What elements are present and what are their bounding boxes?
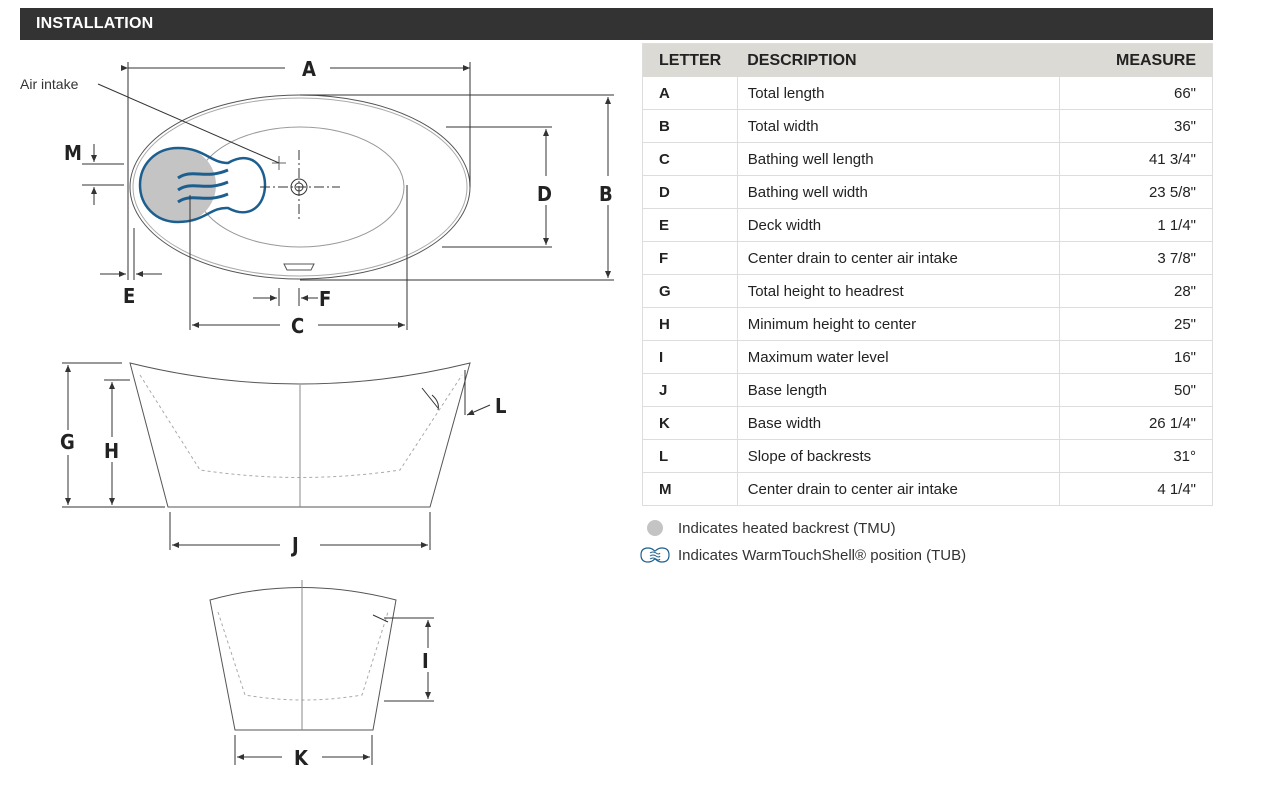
drain-icon: [290, 178, 308, 196]
row-letter: C: [642, 142, 738, 176]
row-letter: E: [642, 208, 738, 242]
row-letter: B: [642, 109, 738, 143]
row-letter: F: [642, 241, 738, 275]
dim-label-a: A: [302, 57, 316, 81]
row-measure: 4 1/4": [1157, 480, 1196, 498]
row-description: Total length: [736, 77, 1061, 110]
row-description: Total height to headrest: [736, 274, 1061, 308]
row-description: Maximum water level: [736, 340, 1061, 374]
row-description: Minimum height to center: [736, 307, 1061, 341]
row-description: Total width: [736, 109, 1061, 143]
row-measure: 36": [1059, 109, 1213, 143]
legend-heated-backrest: Indicates heated backrest (TMU): [640, 518, 896, 538]
section-header: INSTALLATION: [20, 8, 1213, 40]
col-header-letter: LETTER: [642, 43, 738, 77]
dim-label-f: F: [319, 287, 331, 311]
row-description: Bathing well width: [736, 175, 1061, 209]
warmtouch-shell-icon: [640, 547, 670, 563]
dim-label-j: J: [291, 533, 299, 557]
tub-diagrams: Air intake A B D C F E M: [20, 57, 614, 770]
warmtouch-backrest-icon: [138, 146, 267, 224]
row-measure: 23 5/8": [1059, 175, 1213, 209]
row-measure: 25": [1059, 307, 1213, 341]
legend-text: Indicates heated backrest (TMU): [678, 519, 896, 537]
row-description: Base width: [736, 406, 1061, 440]
dim-label-d: D: [537, 182, 552, 206]
row-letter: K: [642, 406, 738, 440]
dim-label-k: K: [294, 746, 309, 770]
row-letter: G: [642, 274, 738, 308]
air-intake-label: Air intake: [20, 76, 79, 92]
dim-label-m: M: [64, 141, 82, 165]
tub-side-outline: [129, 362, 471, 508]
row-description: Bathing well length: [736, 142, 1061, 176]
dim-label-g: G: [60, 430, 75, 454]
dim-label-l: L: [495, 394, 506, 418]
col-header-measure: MEASURE: [1059, 43, 1213, 77]
dim-label-i: I: [422, 649, 429, 673]
row-letter: H: [642, 307, 738, 341]
row-letter: I: [642, 340, 738, 374]
row-measure: 1 1/4": [1059, 208, 1213, 242]
side-view: G H L J: [60, 362, 506, 557]
dim-label-b: B: [599, 182, 613, 206]
row-description: Base length: [736, 373, 1061, 407]
row-description: Deck width: [736, 208, 1061, 242]
gray-dot-icon: [647, 520, 663, 536]
table-header-row: LETTER DESCRIPTION MEASURE: [642, 43, 1213, 77]
row-measure: 28": [1059, 274, 1213, 308]
table-row: M Center drain to center air intake 4 1/4": [643, 472, 1213, 506]
row-letter: M: [659, 480, 672, 498]
row-measure: 3 7/8": [1059, 241, 1213, 275]
dim-label-e: E: [123, 284, 135, 308]
row-measure: 31°: [1059, 439, 1213, 473]
row-letter: D: [642, 175, 738, 209]
row-measure: 41 3/4": [1059, 142, 1213, 176]
legend-warmtouchshell: Indicates WarmTouchShell® position (TUB): [640, 545, 966, 565]
col-header-description: DESCRIPTION: [737, 43, 1060, 77]
row-letter: L: [642, 439, 738, 473]
row-measure: 16": [1059, 340, 1213, 374]
row-measure: 66": [1059, 77, 1213, 110]
row-description: Slope of backrests: [736, 439, 1061, 473]
end-view: I K: [209, 580, 434, 770]
dim-label-h: H: [104, 439, 119, 463]
row-letter: A: [642, 77, 738, 110]
dim-label-c: C: [291, 314, 304, 338]
legend-text: Indicates WarmTouchShell® position (TUB): [678, 546, 967, 564]
row-letter: J: [642, 373, 738, 407]
row-measure: 50": [1059, 373, 1213, 407]
row-measure: 26 1/4": [1059, 406, 1213, 440]
row-description: Center drain to center air intake: [736, 472, 1061, 506]
tub-end-outline: [209, 587, 397, 731]
top-view: Air intake A B D C F E M: [20, 57, 614, 338]
row-description: Center drain to center air intake: [736, 241, 1061, 275]
